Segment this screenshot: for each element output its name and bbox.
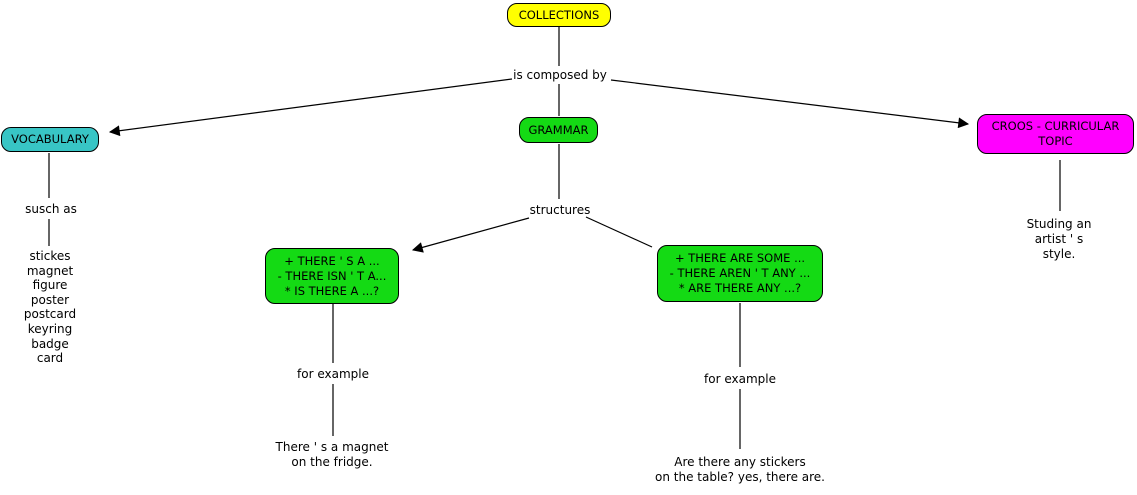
- concept-node-collections[interactable]: COLLECTIONS: [507, 3, 611, 27]
- concept-label: VOCABULARY: [11, 132, 89, 146]
- vocabulary-list-item: poster: [30, 292, 70, 307]
- concept-node-vocabulary[interactable]: VOCABULARY: [1, 127, 99, 152]
- vocabulary-word-list[interactable]: stickes magnet figure poster postcard ke…: [24, 249, 76, 366]
- edge-is-composed-by-to-vocabulary: [108, 78, 513, 137]
- example-sentence-magnet[interactable]: There ' s a magnet on the fridge.: [275, 440, 389, 469]
- concept-label-line: TOPIC: [1038, 134, 1073, 148]
- concept-label-line: CROOS - CURRICULAR: [991, 119, 1120, 133]
- structure-line-negative: - THERE ISN ' T A...: [277, 268, 387, 283]
- edge-structures-to-there-is: [411, 217, 530, 253]
- example-sentence-stickers[interactable]: Are there any stickers on the table? yes…: [655, 455, 825, 484]
- concept-node-cross-curricular-topic[interactable]: CROOS - CURRICULAR TOPIC: [977, 114, 1134, 154]
- linking-phrase-for-example-left[interactable]: for example: [297, 367, 369, 381]
- edge-structures-to-there-are: [585, 216, 653, 248]
- topic-example-art-style[interactable]: Studing an artist ' s style.: [1026, 217, 1092, 261]
- vocabulary-list-item: postcard: [23, 307, 77, 322]
- concept-node-there-are-structures[interactable]: + THERE ARE SOME ... - THERE AREN ' T AN…: [657, 245, 823, 302]
- concept-node-there-is-structures[interactable]: + THERE ' S A ... - THERE ISN ' T A... *…: [265, 248, 399, 304]
- structure-line-negative: - THERE AREN ' T ANY ...: [669, 266, 811, 280]
- linking-phrase-such-as[interactable]: susch as: [25, 202, 77, 216]
- edge-is-composed-by-to-cross-topic: [610, 79, 970, 129]
- concept-label: COLLECTIONS: [518, 7, 600, 22]
- vocabulary-list-item: magnet: [26, 263, 74, 278]
- structure-line-question: * IS THERE A ...?: [284, 283, 380, 298]
- vocabulary-list-item: card: [36, 351, 64, 366]
- linking-phrase-is-composed-by[interactable]: is composed by: [513, 68, 607, 82]
- concept-label: GRAMMAR: [528, 122, 589, 137]
- linking-phrase-for-example-right[interactable]: for example: [704, 372, 776, 386]
- concept-node-grammar[interactable]: GRAMMAR: [519, 117, 598, 143]
- structure-line-affirmative: + THERE ' S A ...: [284, 253, 380, 268]
- structure-line-question: * ARE THERE ANY ...?: [678, 281, 802, 295]
- vocabulary-list-item: badge: [31, 336, 69, 351]
- vocabulary-list-item: stickes: [29, 249, 71, 263]
- structure-line-affirmative: + THERE ARE SOME ...: [674, 251, 806, 265]
- vocabulary-list-item: keyring: [27, 321, 73, 336]
- vocabulary-list-item: figure: [32, 278, 68, 293]
- linking-phrase-structures[interactable]: structures: [529, 203, 591, 217]
